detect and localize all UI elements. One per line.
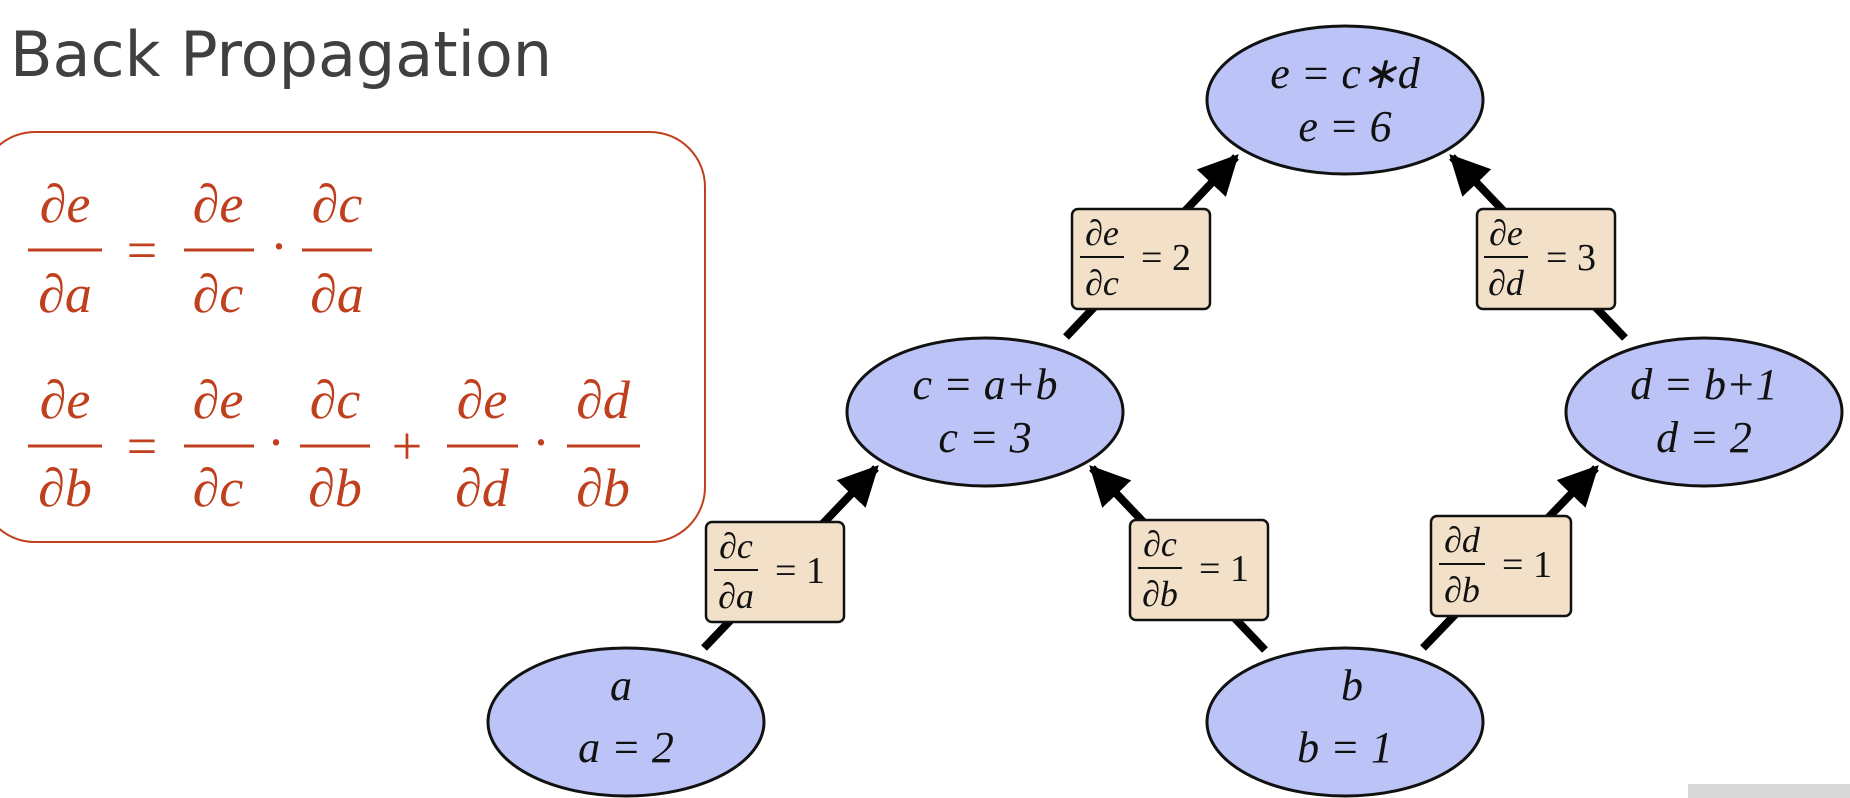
- svg-text:∂b: ∂b: [1142, 574, 1178, 614]
- f1-t1-den: ∂c: [193, 264, 244, 324]
- f1-lhs-den: ∂a: [38, 264, 92, 324]
- f2-dot1: ·: [267, 412, 285, 472]
- svg-text:e = c∗d: e = c∗d: [1270, 49, 1421, 98]
- svg-text:∂c: ∂c: [719, 526, 753, 566]
- f2-lhs-num: ∂e: [40, 370, 91, 430]
- node-e: e = c∗d e = 6: [1205, 24, 1485, 176]
- formula-box: [0, 131, 706, 543]
- slide-title: Back Propagation: [10, 18, 553, 91]
- svg-text:d = 2: d = 2: [1656, 413, 1752, 462]
- svg-text:∂e: ∂e: [1489, 213, 1523, 253]
- svg-text:= 3: = 3: [1546, 237, 1596, 279]
- svg-text:e = 6: e = 6: [1298, 102, 1391, 151]
- node-a: a a = 2: [486, 646, 766, 798]
- f2-t2-den: ∂b: [308, 458, 362, 518]
- svg-text:∂d: ∂d: [1488, 263, 1525, 303]
- svg-text:= 1: = 1: [1199, 548, 1249, 590]
- svg-text:= 1: = 1: [1502, 544, 1552, 586]
- svg-text:= 2: = 2: [1141, 237, 1191, 279]
- edge-label-dc-da: ∂c ∂a = 1: [704, 520, 846, 624]
- f2-t1-den: ∂c: [193, 458, 244, 518]
- formula-chain-rule-b: ∂e ∂b = ∂e ∂c · ∂c ∂b + ∂e ∂d · ∂d ∂b: [28, 370, 640, 518]
- f1-equals: =: [127, 220, 157, 280]
- svg-text:d = b+1: d = b+1: [1630, 360, 1777, 409]
- edge-label-dc-db: ∂c ∂b = 1: [1128, 518, 1270, 622]
- svg-text:∂a: ∂a: [718, 576, 754, 616]
- f1-t2-num: ∂c: [312, 174, 363, 234]
- svg-text:a: a: [610, 661, 632, 710]
- node-c: c = a+b c = 3: [845, 336, 1125, 488]
- f2-lhs-den: ∂b: [38, 458, 92, 518]
- f1-lhs-num: ∂e: [40, 174, 91, 234]
- f2-t4-den: ∂b: [576, 458, 630, 518]
- f2-t2-num: ∂c: [310, 370, 361, 430]
- f2-t3-num: ∂e: [457, 370, 508, 430]
- node-b: b b = 1: [1205, 646, 1485, 798]
- svg-text:∂e: ∂e: [1085, 213, 1119, 253]
- formula-chain-rule-a: ∂e ∂a = ∂e ∂c · ∂c ∂a: [28, 174, 372, 324]
- f2-t3-den: ∂d: [455, 458, 510, 518]
- svg-text:c = a+b: c = a+b: [913, 360, 1058, 409]
- svg-text:∂c: ∂c: [1143, 524, 1177, 564]
- svg-text:∂c: ∂c: [1085, 263, 1119, 303]
- edge-label-de-dd: ∂e ∂d = 3: [1475, 207, 1617, 311]
- f1-t2-den: ∂a: [310, 264, 364, 324]
- node-d: d = b+1 d = 2: [1564, 336, 1844, 488]
- edge-label-de-dc: ∂e ∂c = 2: [1070, 207, 1212, 311]
- f1-dot: ·: [270, 216, 288, 276]
- video-thumbnail-strip: [1688, 784, 1850, 798]
- f2-t1-num: ∂e: [193, 370, 244, 430]
- svg-text:= 1: = 1: [775, 550, 825, 592]
- svg-text:b = 1: b = 1: [1297, 723, 1393, 772]
- svg-text:∂b: ∂b: [1444, 570, 1480, 610]
- f1-t1-num: ∂e: [193, 174, 244, 234]
- f2-t4-num: ∂d: [576, 370, 631, 430]
- svg-text:a = 2: a = 2: [578, 723, 674, 772]
- svg-text:∂d: ∂d: [1444, 520, 1481, 560]
- svg-text:b: b: [1341, 661, 1363, 710]
- svg-text:c = 3: c = 3: [938, 413, 1031, 462]
- f2-equals: =: [127, 416, 157, 476]
- f2-plus: +: [392, 416, 422, 476]
- f2-dot2: ·: [532, 412, 550, 472]
- edge-label-dd-db: ∂d ∂b = 1: [1429, 514, 1573, 618]
